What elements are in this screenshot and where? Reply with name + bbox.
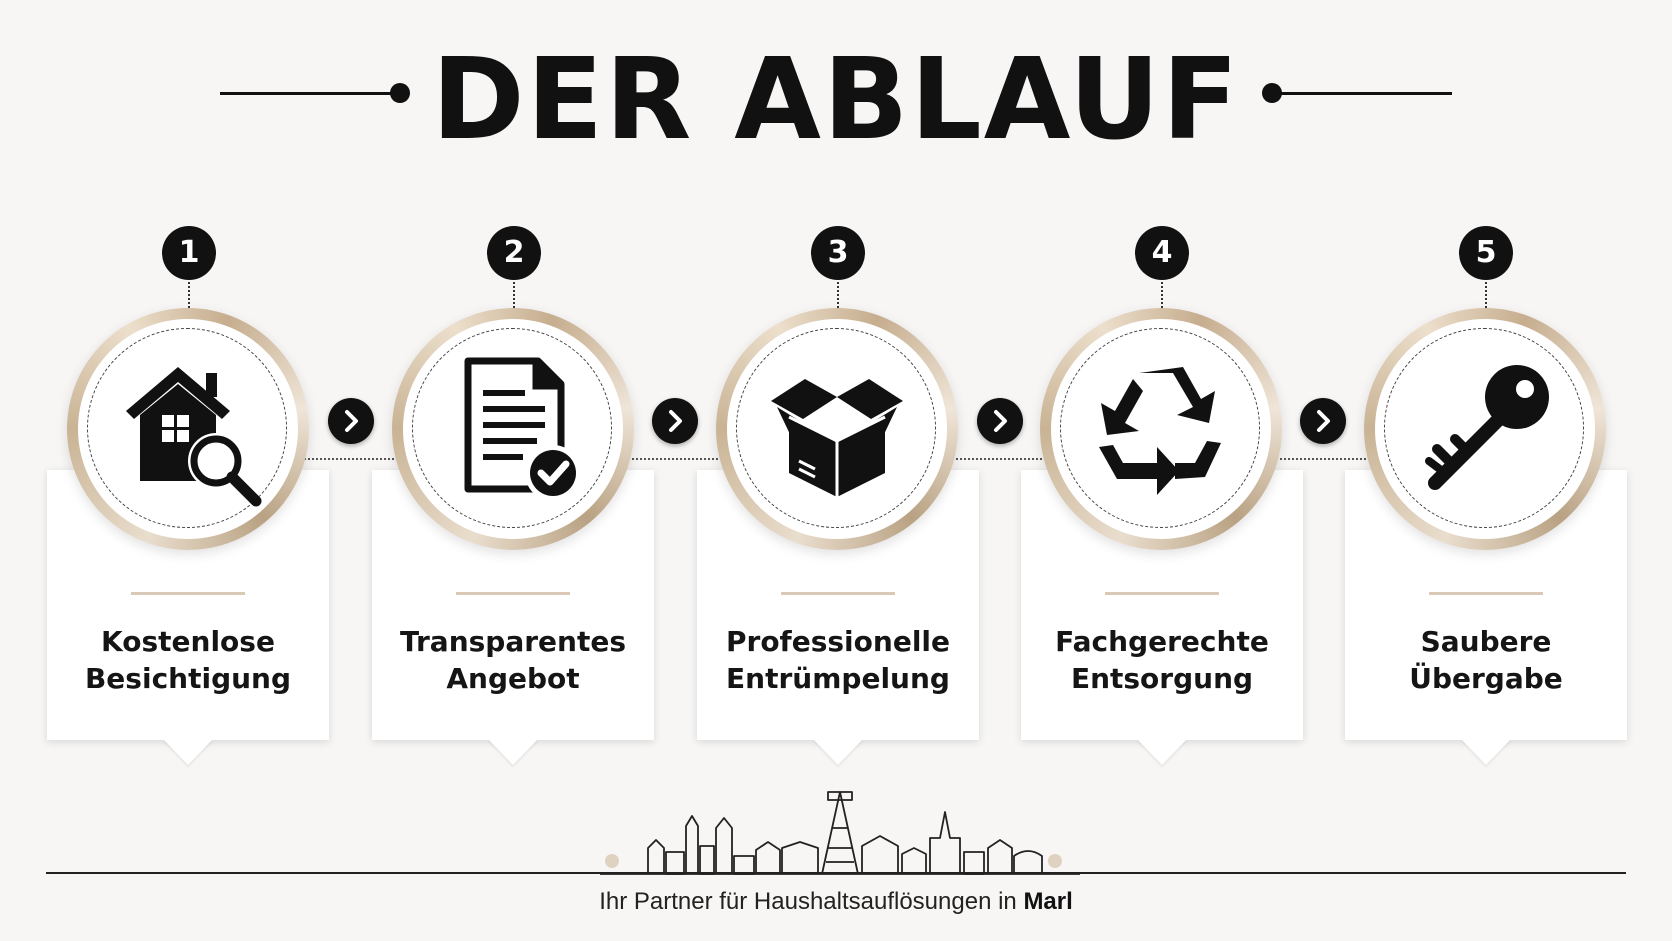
- step-number-3: 3: [811, 226, 865, 280]
- step-number-5: 5: [1459, 226, 1513, 280]
- footer-text: Ihr Partner für Haushaltsauflösungen in: [599, 888, 1017, 915]
- card-pointer: [488, 739, 538, 765]
- step-label-line2: Angebot: [446, 662, 580, 695]
- step-label: Professionelle Entrümpelung: [697, 623, 979, 697]
- next-arrow-icon: [977, 398, 1023, 444]
- step-circle-2: [392, 308, 634, 550]
- recycle-icon: [1099, 367, 1221, 495]
- step-label-line2: Übergabe: [1409, 662, 1563, 695]
- step-card-3: Professionelle Entrümpelung: [697, 470, 979, 765]
- step-label-line2: Entrümpelung: [726, 662, 950, 695]
- page-title: DER ABLAUF: [431, 35, 1241, 165]
- card-divider: [131, 592, 245, 595]
- title-left-line: [220, 92, 402, 95]
- step-connector: [513, 282, 515, 312]
- card-divider: [456, 592, 570, 595]
- step-label: Transparentes Angebot: [372, 623, 654, 697]
- step-connector: [837, 282, 839, 312]
- city-skyline-icon: [600, 791, 1080, 875]
- footer-divider: [46, 872, 1626, 874]
- card-divider: [1429, 592, 1543, 595]
- step-label-line1: Transparentes: [399, 625, 627, 658]
- footer-tagline: Ihr Partner für Haushaltsauflösungen in …: [0, 888, 1672, 916]
- key-icon: [1425, 365, 1549, 490]
- step-circle-4: [1040, 308, 1282, 550]
- next-arrow-icon: [328, 398, 374, 444]
- step-label: Saubere Übergabe: [1345, 623, 1627, 697]
- title-left-dot: [390, 83, 410, 103]
- step-label-line2: Entsorgung: [1070, 662, 1254, 695]
- step-number-4: 4: [1135, 226, 1189, 280]
- step-circle-1: [67, 308, 309, 550]
- title-right-line: [1272, 92, 1452, 95]
- step-label-line1: Kostenlose: [101, 625, 275, 658]
- card-divider: [1105, 592, 1219, 595]
- step-label-line1: Professionelle: [725, 625, 950, 658]
- step-connector: [1161, 282, 1163, 312]
- step-label-line2: Besichtigung: [84, 662, 292, 695]
- card-pointer: [1461, 739, 1511, 765]
- step-label: Kostenlose Besichtigung: [47, 623, 329, 697]
- open-box-icon: [771, 379, 903, 497]
- card-pointer: [1137, 739, 1187, 765]
- step-label-line1: Saubere: [1420, 625, 1552, 658]
- footer-city: Marl: [1023, 888, 1073, 915]
- step-circle-3: [716, 308, 958, 550]
- card-pointer: [163, 739, 213, 765]
- card-pointer: [813, 739, 863, 765]
- card-divider: [781, 592, 895, 595]
- step-label-line1: Fachgerechte: [1055, 625, 1269, 658]
- document-check-icon: [464, 357, 581, 501]
- next-arrow-icon: [652, 398, 698, 444]
- step-label: Fachgerechte Entsorgung: [1021, 623, 1303, 697]
- footer-right-dot: [1048, 854, 1062, 868]
- house-magnifier-icon: [126, 367, 262, 507]
- step-connector: [188, 282, 190, 312]
- step-number-1: 1: [162, 226, 216, 280]
- step-circle-5: [1364, 308, 1606, 550]
- step-connector: [1485, 282, 1487, 312]
- title-block: DER ABLAUF: [0, 30, 1672, 165]
- footer-left-dot: [605, 854, 619, 868]
- next-arrow-icon: [1300, 398, 1346, 444]
- step-number-2: 2: [487, 226, 541, 280]
